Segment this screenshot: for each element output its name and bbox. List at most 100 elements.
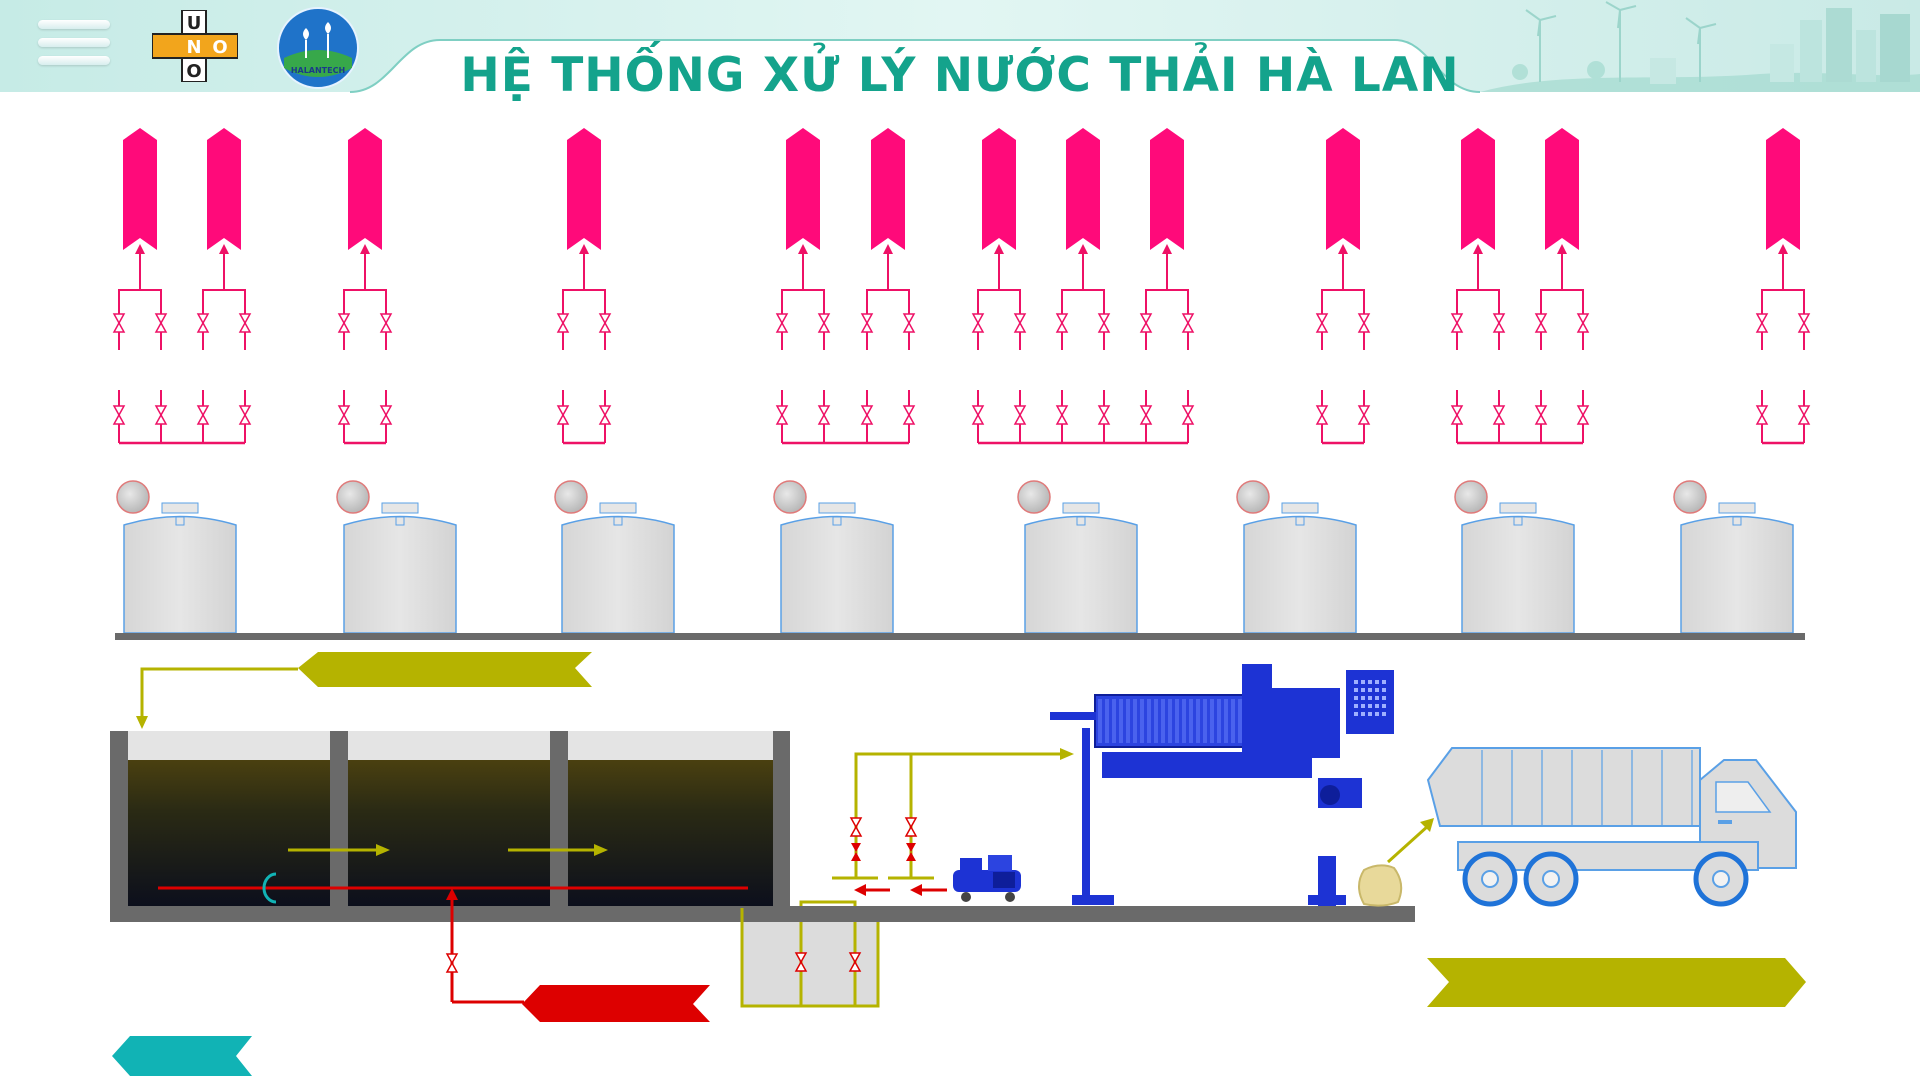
lower-valve[interactable] bbox=[337, 405, 351, 425]
upper-valve[interactable] bbox=[238, 313, 252, 333]
press-plate bbox=[1203, 699, 1207, 743]
lower-valve[interactable] bbox=[1315, 405, 1329, 425]
upper-valve[interactable] bbox=[1797, 313, 1811, 333]
upper-valve[interactable] bbox=[1534, 313, 1548, 333]
valve-body bbox=[1534, 313, 1548, 333]
press-plate bbox=[1098, 699, 1102, 743]
air-valve[interactable] bbox=[445, 953, 459, 973]
lower-valve[interactable] bbox=[1797, 405, 1811, 425]
feed-valve-red[interactable] bbox=[851, 843, 861, 861]
lower-valve[interactable] bbox=[1492, 405, 1506, 425]
tank-gauge bbox=[1454, 480, 1488, 514]
upper-valve[interactable] bbox=[196, 313, 210, 333]
lower-valve[interactable] bbox=[238, 405, 252, 425]
sludge-bag bbox=[1358, 864, 1403, 907]
lower-valve[interactable] bbox=[1139, 405, 1153, 425]
chemical-tank[interactable] bbox=[1454, 480, 1575, 634]
chemical-tank[interactable] bbox=[1017, 480, 1138, 634]
lower-valve[interactable] bbox=[598, 405, 612, 425]
chemical-tank[interactable] bbox=[336, 480, 457, 634]
upper-valve[interactable] bbox=[337, 313, 351, 333]
upper-valve[interactable] bbox=[1055, 313, 1069, 333]
lower-valve[interactable] bbox=[1450, 405, 1464, 425]
lower-valve[interactable] bbox=[1534, 405, 1548, 425]
upper-valve[interactable] bbox=[1492, 313, 1506, 333]
sludge-output-banner[interactable] bbox=[1427, 958, 1806, 1007]
cyan-return-banner[interactable] bbox=[112, 1036, 252, 1076]
lower-valve[interactable] bbox=[154, 405, 168, 425]
sludge-inlet-banner[interactable] bbox=[298, 652, 592, 687]
lower-valve[interactable] bbox=[775, 405, 789, 425]
exhaust-stack bbox=[871, 128, 905, 290]
valve-body bbox=[775, 405, 789, 425]
valve-body bbox=[817, 313, 831, 333]
pit-valve[interactable] bbox=[794, 952, 808, 972]
upper-valve[interactable] bbox=[556, 313, 570, 333]
valve-body bbox=[971, 313, 985, 333]
upper-valve[interactable] bbox=[1139, 313, 1153, 333]
upper-valve[interactable] bbox=[1357, 313, 1371, 333]
chemical-tank[interactable] bbox=[554, 480, 675, 634]
lower-valve[interactable] bbox=[971, 405, 985, 425]
upper-valve[interactable] bbox=[1013, 313, 1027, 333]
upper-valve[interactable] bbox=[112, 313, 126, 333]
wheel-hub bbox=[1542, 870, 1560, 888]
chemical-tank[interactable] bbox=[773, 480, 894, 634]
pit-valve[interactable] bbox=[848, 952, 862, 972]
valve-body bbox=[154, 313, 168, 333]
lower-valve[interactable] bbox=[1097, 405, 1111, 425]
air-compressor[interactable] bbox=[953, 855, 1021, 902]
lower-valve[interactable] bbox=[860, 405, 874, 425]
lower-valve[interactable] bbox=[1576, 405, 1590, 425]
air-supply-valve[interactable] bbox=[445, 953, 459, 973]
filter-press[interactable] bbox=[1050, 664, 1394, 906]
upper-valve[interactable] bbox=[1315, 313, 1329, 333]
chemical-tank[interactable] bbox=[1236, 480, 1357, 634]
upper-valve[interactable] bbox=[154, 313, 168, 333]
lower-valve[interactable] bbox=[112, 405, 126, 425]
chemical-tank[interactable] bbox=[116, 480, 237, 634]
press-plate bbox=[1238, 699, 1242, 743]
upper-valve[interactable] bbox=[1755, 313, 1769, 333]
upper-valve[interactable] bbox=[1181, 313, 1195, 333]
exhaust-stack bbox=[1150, 128, 1184, 290]
upper-valve[interactable] bbox=[1576, 313, 1590, 333]
press-plate bbox=[1154, 699, 1158, 743]
upper-valve[interactable] bbox=[1097, 313, 1111, 333]
hamburger-menu-icon[interactable] bbox=[34, 18, 114, 70]
lower-valve[interactable] bbox=[1755, 405, 1769, 425]
page-title: HỆ THỐNG XỬ LÝ NƯỚC THẢI HÀ LAN bbox=[460, 48, 1460, 103]
chemical-tank[interactable] bbox=[1673, 480, 1794, 634]
upper-valve[interactable] bbox=[860, 313, 874, 333]
upper-valve[interactable] bbox=[1450, 313, 1464, 333]
upper-valve[interactable] bbox=[598, 313, 612, 333]
lower-valve[interactable] bbox=[196, 405, 210, 425]
lower-valve[interactable] bbox=[1357, 405, 1371, 425]
feed-valve[interactable] bbox=[904, 817, 918, 837]
feed-valve[interactable] bbox=[849, 817, 863, 837]
lower-valve[interactable] bbox=[1013, 405, 1027, 425]
tank-body bbox=[780, 515, 894, 634]
press-plate bbox=[1147, 699, 1151, 743]
lower-valve[interactable] bbox=[817, 405, 831, 425]
sludge-inlet-line bbox=[140, 667, 298, 720]
feed-valve-red[interactable] bbox=[906, 843, 916, 861]
lower-valve[interactable] bbox=[902, 405, 916, 425]
upper-valve[interactable] bbox=[817, 313, 831, 333]
upper-valve[interactable] bbox=[902, 313, 916, 333]
tank-gauge bbox=[1236, 480, 1270, 514]
sludge-pit-valves[interactable] bbox=[794, 952, 862, 972]
header-bar: U N O O HALANTECH HỆ THỐNG XỬ LÝ NƯỚC TH… bbox=[0, 0, 1920, 103]
valve-body bbox=[1492, 313, 1506, 333]
lower-valve[interactable] bbox=[379, 405, 393, 425]
upper-valve[interactable] bbox=[775, 313, 789, 333]
upper-valve[interactable] bbox=[379, 313, 393, 333]
air-supply-banner[interactable] bbox=[522, 985, 710, 1022]
upper-valve[interactable] bbox=[971, 313, 985, 333]
lower-valve[interactable] bbox=[1181, 405, 1195, 425]
lower-valve[interactable] bbox=[1055, 405, 1069, 425]
panel-indicator bbox=[1354, 704, 1358, 708]
valve-body bbox=[1797, 405, 1811, 425]
lower-valve[interactable] bbox=[556, 405, 570, 425]
press-feed-valves[interactable] bbox=[849, 817, 918, 861]
